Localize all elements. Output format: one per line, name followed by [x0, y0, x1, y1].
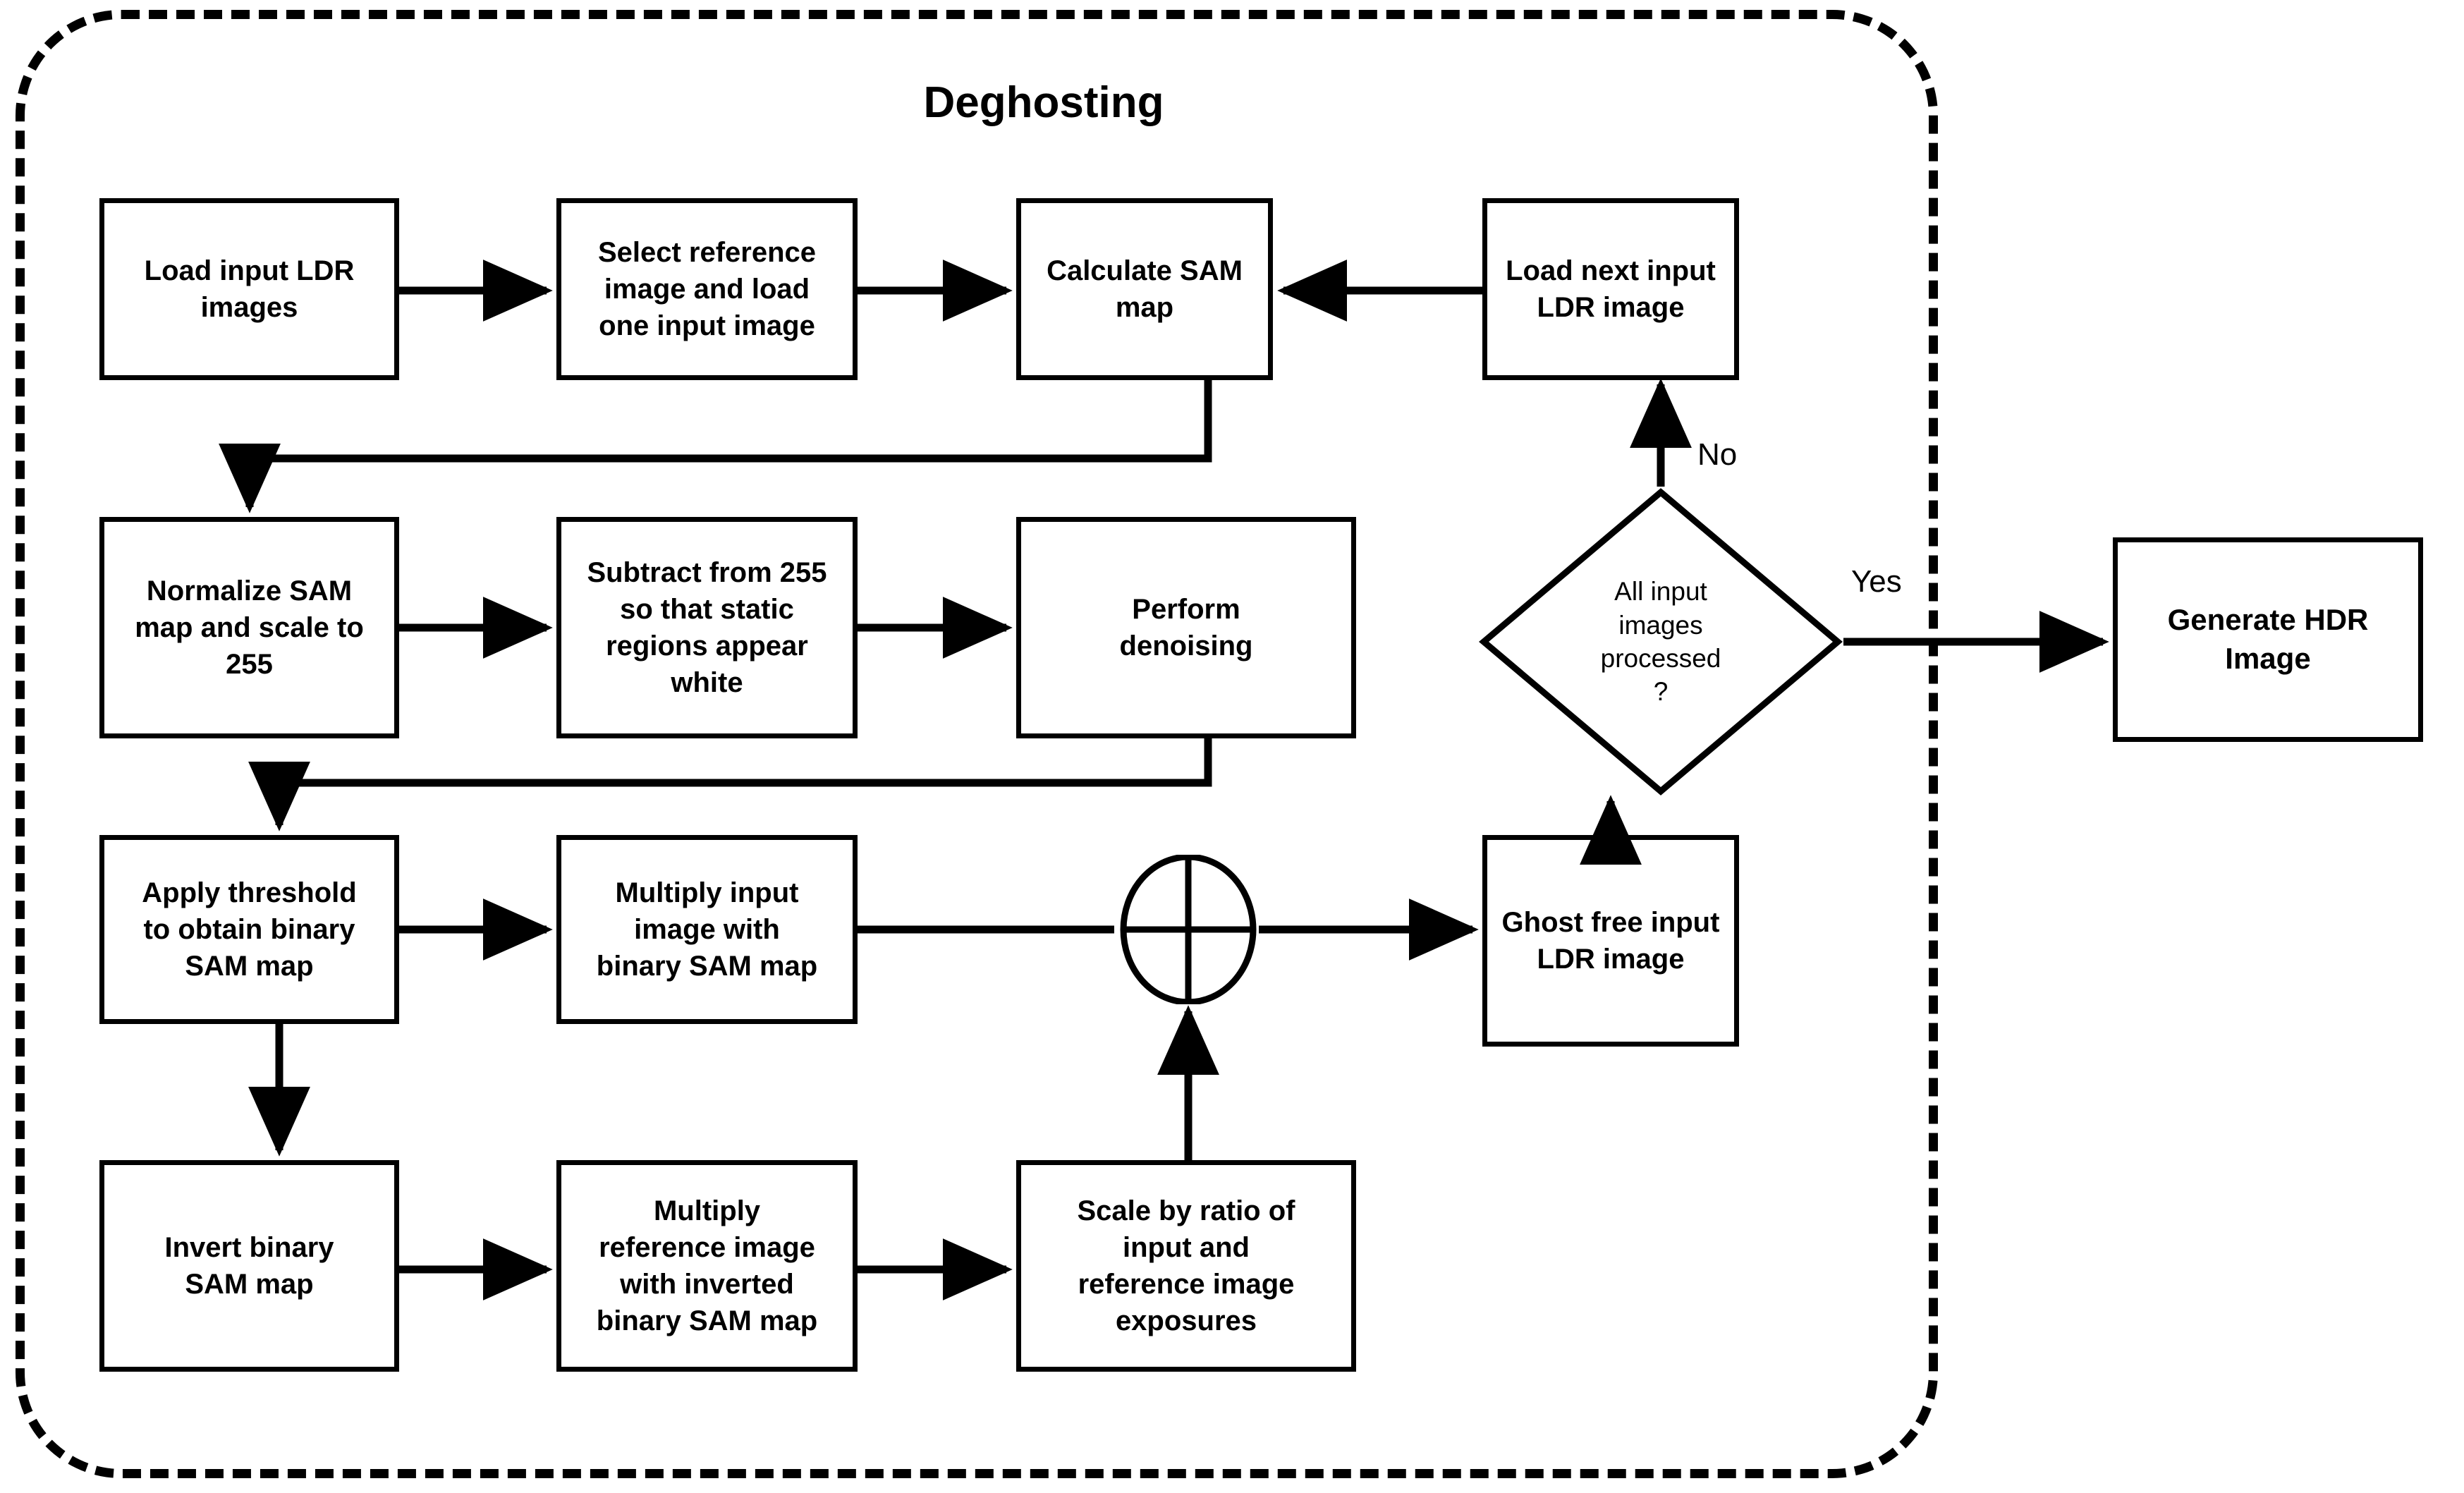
node-all-input-images-processed[interactable]: All input images processed ?: [1478, 487, 1843, 797]
node-scale-by-ratio[interactable]: Scale by ratio of input and reference im…: [1016, 1160, 1356, 1372]
node-calculate-sam-map[interactable]: Calculate SAM map: [1016, 198, 1273, 380]
edge-label-no: No: [1697, 437, 1738, 472]
summation-junction[interactable]: [1118, 853, 1259, 1006]
node-ghost-free-input-ldr[interactable]: Ghost free input LDR image: [1482, 835, 1739, 1047]
node-perform-denoising[interactable]: Perform denoising: [1016, 517, 1356, 738]
node-generate-hdr-image[interactable]: Generate HDR Image: [2113, 537, 2423, 742]
node-load-next-input-ldr[interactable]: Load next input LDR image: [1482, 198, 1739, 380]
node-invert-binary-sam-map[interactable]: Invert binary SAM map: [99, 1160, 399, 1372]
node-multiply-reference-image[interactable]: Multiply reference image with inverted b…: [556, 1160, 858, 1372]
node-apply-threshold[interactable]: Apply threshold to obtain binary SAM map: [99, 835, 399, 1024]
node-load-input-ldr-images[interactable]: Load input LDR images: [99, 198, 399, 380]
node-subtract-from-255[interactable]: Subtract from 255 so that static regions…: [556, 517, 858, 738]
deghosting-boundary: [16, 10, 1938, 1478]
page-title: Deghosting: [923, 78, 1164, 127]
node-select-reference-image[interactable]: Select reference image and load one inpu…: [556, 198, 858, 380]
node-normalize-sam-map[interactable]: Normalize SAM map and scale to 255: [99, 517, 399, 738]
node-multiply-input-image[interactable]: Multiply input image with binary SAM map: [556, 835, 858, 1024]
edge-label-yes: Yes: [1851, 564, 1902, 599]
